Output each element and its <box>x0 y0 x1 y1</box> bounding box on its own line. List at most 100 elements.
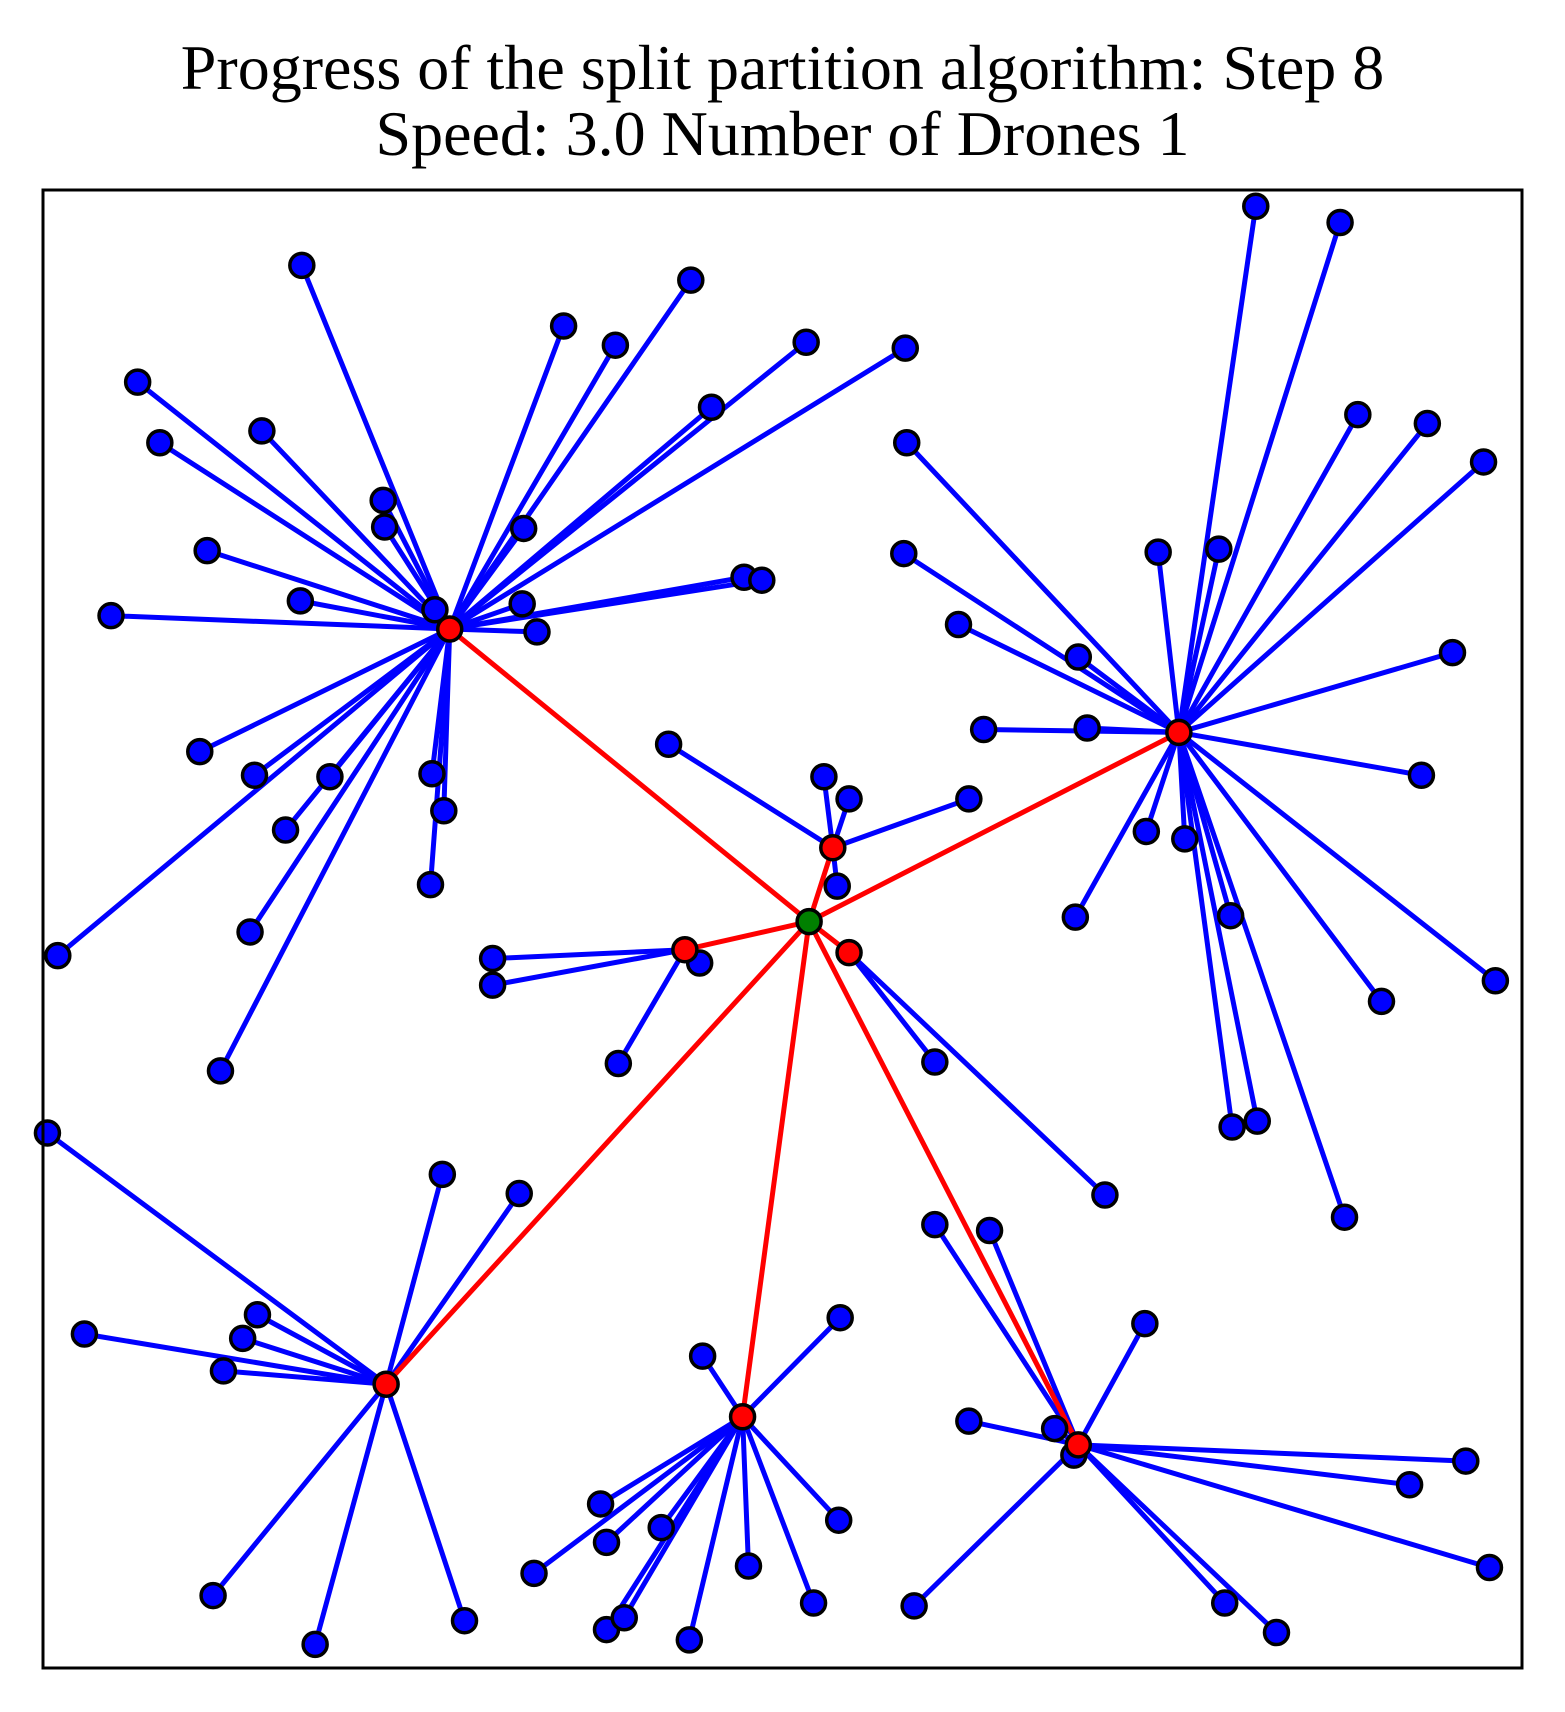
data-point <box>1344 400 1372 429</box>
cluster-edges <box>44 203 1498 1647</box>
data-point <box>1064 643 1093 671</box>
data-point <box>677 266 705 294</box>
data-point <box>835 785 863 813</box>
route-edge <box>806 729 1182 925</box>
data-point <box>1438 638 1467 667</box>
cluster-edge <box>44 1130 389 1387</box>
data-point <box>370 513 399 541</box>
cluster-edge <box>1075 1442 1413 1488</box>
data-point <box>734 1552 763 1580</box>
cluster-edge <box>1176 729 1260 1124</box>
data-point <box>1144 538 1172 566</box>
cluster-edge <box>204 548 453 632</box>
cluster-edge <box>621 1414 746 1621</box>
cluster-edge <box>1155 549 1182 735</box>
data-point <box>248 417 276 445</box>
cluster-edge <box>135 379 453 632</box>
route-edge <box>383 919 812 1387</box>
cluster-edge <box>297 598 453 632</box>
cluster-center-point <box>819 833 847 862</box>
cluster-center-point <box>728 1402 757 1431</box>
data-point <box>1481 966 1510 995</box>
data-point <box>921 1210 949 1239</box>
cluster-edge <box>1176 729 1498 984</box>
data-point <box>1469 448 1498 476</box>
cluster-edge <box>1176 203 1259 735</box>
data-point <box>1330 1203 1359 1231</box>
data-point <box>193 536 221 565</box>
data-point <box>428 1160 457 1189</box>
data-point <box>523 618 551 646</box>
data-point <box>301 1630 329 1659</box>
data-point <box>286 587 315 615</box>
data-point <box>70 1320 99 1348</box>
data-point <box>1073 714 1101 742</box>
data-point <box>1407 761 1436 790</box>
data-point <box>316 763 344 791</box>
data-point <box>586 1490 615 1518</box>
data-point <box>955 1407 983 1435</box>
cluster-edge <box>904 440 1182 735</box>
cluster-edge <box>901 551 1182 735</box>
data-point <box>647 1513 675 1542</box>
cluster-edge <box>427 626 453 888</box>
cluster-edge <box>447 345 908 632</box>
cluster-edge <box>157 440 453 632</box>
data-point <box>1395 1470 1424 1499</box>
data-point <box>509 514 538 543</box>
data-point <box>1243 1107 1272 1135</box>
data-point <box>243 1301 272 1329</box>
data-point <box>688 1342 717 1370</box>
data-point <box>1205 535 1233 563</box>
data-point <box>1242 192 1270 221</box>
cluster-edge <box>956 622 1182 735</box>
cluster-edge <box>1084 725 1182 735</box>
data-point <box>675 1626 704 1654</box>
data-point <box>944 610 973 639</box>
data-point <box>892 428 921 457</box>
data-point <box>240 761 269 790</box>
cluster-edge <box>247 626 453 935</box>
data-point <box>824 1506 853 1534</box>
data-point <box>969 715 998 744</box>
data-point <box>891 334 920 362</box>
data-point <box>610 1603 638 1632</box>
data-point <box>1216 901 1245 930</box>
data-point <box>236 918 264 946</box>
cluster-edge <box>740 1315 843 1420</box>
data-point <box>97 601 125 630</box>
data-point <box>549 312 578 340</box>
cluster-edge <box>598 1414 746 1507</box>
data-point <box>1131 1309 1159 1338</box>
cluster-edge <box>1075 1442 1279 1636</box>
cluster-edge <box>1176 729 1384 1004</box>
data-point <box>416 870 445 899</box>
cluster-edge <box>447 277 694 632</box>
cluster-edge <box>1075 1442 1469 1464</box>
data-point <box>1218 1113 1246 1141</box>
cluster-edge <box>1075 1442 1492 1570</box>
cluster-center-point <box>372 1370 400 1398</box>
cluster-edge <box>987 1228 1081 1448</box>
cluster-edge <box>1075 654 1182 735</box>
data-point <box>478 944 507 973</box>
cluster-edge <box>603 1414 746 1545</box>
data-point <box>271 816 300 844</box>
data-point <box>186 737 214 766</box>
cluster-edge <box>686 1414 746 1643</box>
cluster-edge <box>932 1222 1081 1448</box>
data-point <box>418 760 446 788</box>
cluster-edge <box>447 577 765 632</box>
cluster-edge <box>217 626 453 1074</box>
cluster-edge <box>1176 729 1235 1130</box>
cluster-edge <box>830 796 972 851</box>
data-point <box>592 1528 621 1557</box>
cluster-center-point <box>835 938 863 967</box>
route-edge <box>682 919 812 953</box>
cluster-centers <box>372 615 1193 1459</box>
data-point <box>44 941 72 970</box>
data-point <box>209 1357 238 1385</box>
data-point <box>520 1559 548 1588</box>
cluster-edge <box>740 1414 842 1523</box>
